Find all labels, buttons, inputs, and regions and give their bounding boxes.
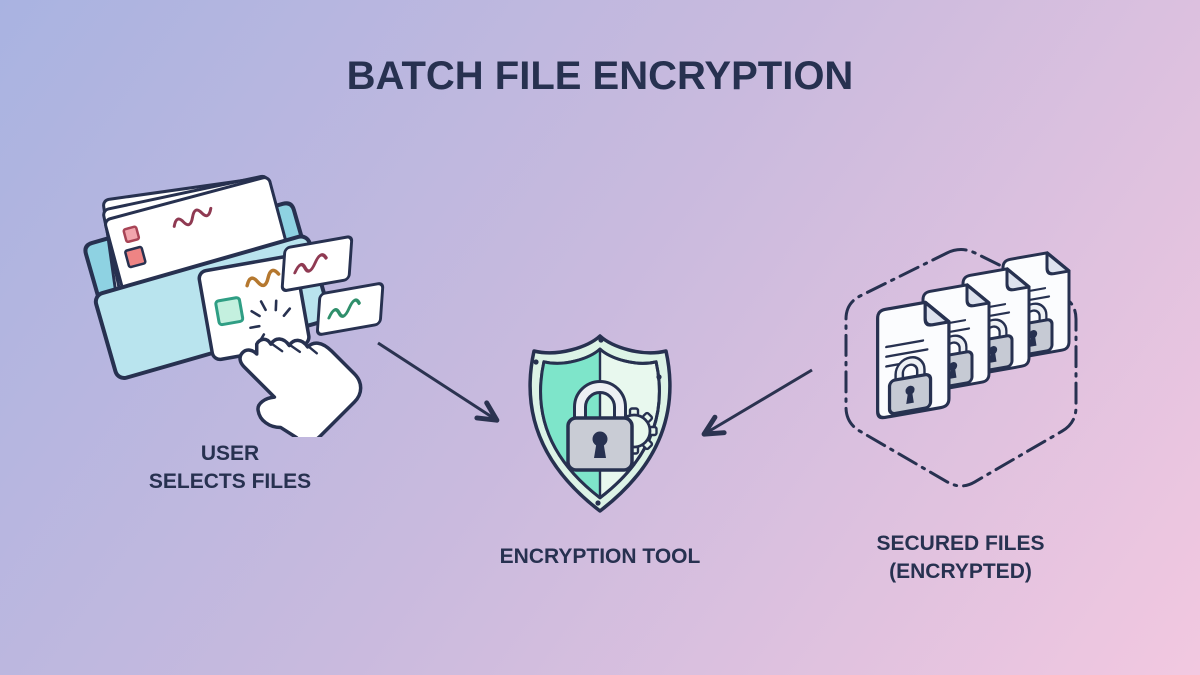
cursor-hand-icon bbox=[238, 337, 363, 437]
user-selects-files-label: USER SELECTS FILES bbox=[105, 440, 355, 496]
scribble-line-glyph bbox=[172, 206, 213, 228]
secured-files-label: SECURED FILES (ENCRYPTED) bbox=[828, 530, 1093, 586]
scribble-line-glyph bbox=[245, 268, 281, 288]
file-card-icon bbox=[315, 282, 385, 336]
diagram-title: BATCH FILE ENCRYPTION bbox=[346, 54, 854, 98]
encryption-tool-label: ENCRYPTION TOOL bbox=[465, 543, 735, 571]
mint-square-glyph bbox=[214, 296, 245, 327]
padlock-icon bbox=[566, 380, 634, 472]
label-line: USER bbox=[200, 442, 260, 465]
rivet-dots bbox=[533, 337, 662, 506]
encrypted-document-icon bbox=[878, 298, 949, 419]
arrow-secured-to-tool-icon bbox=[701, 368, 813, 437]
label-line: SECURED FILES bbox=[876, 532, 1045, 555]
secured-files-illustration bbox=[844, 233, 1078, 488]
label-line: ENCRYPTION TOOL bbox=[499, 545, 701, 568]
label-line: SELECTS FILES bbox=[148, 470, 312, 493]
label-line: (ENCRYPTED) bbox=[889, 560, 1032, 583]
pink-square-glyph bbox=[122, 225, 141, 244]
encryption-tool-illustration bbox=[528, 334, 672, 513]
red-square-glyph bbox=[124, 245, 147, 269]
user-selects-files-illustration bbox=[83, 174, 385, 437]
file-card-icon bbox=[280, 235, 354, 292]
